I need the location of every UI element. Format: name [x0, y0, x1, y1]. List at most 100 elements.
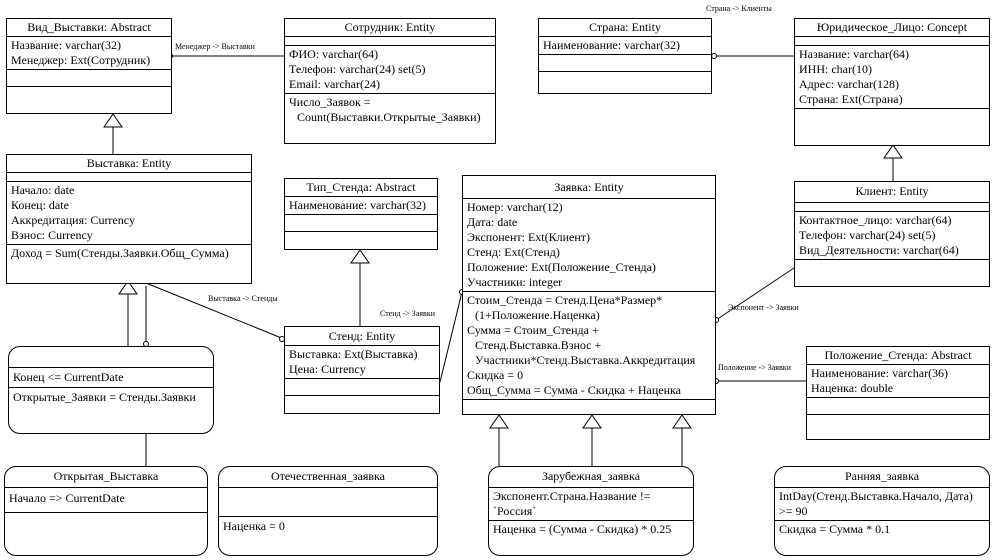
stand-label: Стенд -> Заявки: [380, 309, 435, 318]
attributes-section: Номер: varchar(12) Дата: date Экспонент:…: [463, 199, 715, 292]
condition: >= 90: [779, 504, 808, 518]
attribute: Участники: integer: [467, 275, 563, 289]
attribute: Номер: varchar(12): [467, 200, 563, 214]
empty-section: [7, 87, 171, 103]
class-title: Заявка: Entity: [463, 176, 715, 199]
attribute: Адрес: varchar(128): [799, 77, 900, 91]
stand-zayavka-line: [439, 291, 463, 383]
attribute: Менеджер: Ext(Сотрудник): [11, 53, 151, 67]
attribute: Название: varchar(64): [799, 47, 910, 61]
derived-attribute: Count(Выставки.Открытые_Заявки): [297, 110, 481, 124]
derived-attribute: Доход = Sum(Стенды.Заявки.Общ_Сумма): [11, 246, 229, 260]
class-vystavka[interactable]: Выставка: Entity Начало: date Конец: dat…: [6, 154, 252, 284]
attributes-section: Выставка: Ext(Выставка) Цена: Currency: [285, 346, 439, 379]
stend-type-inherit-arrow: [350, 249, 370, 264]
class-polozhenie[interactable]: Положение_Стенда: Abstract Наименование:…: [806, 346, 990, 440]
attribute: Страна: Ext(Страна): [799, 92, 903, 106]
class-title: Положение_Стенда: Abstract: [807, 347, 989, 365]
empty-section: [7, 173, 251, 182]
derived-section: Число_Заявок = Count(Выставки.Открытые_З…: [285, 94, 495, 126]
derived-attribute: Стоим_Стенда = Стенд.Цена*Размер*: [467, 293, 663, 307]
attribute: Наименование: varchar(32): [543, 38, 681, 52]
derived-section: Наценка = 0: [219, 517, 437, 535]
derived-attribute: Наценка = (Сумма - Скидка) * 0.25: [493, 522, 672, 536]
class-yur-lico[interactable]: Юридическое_Лицо: Concept Название: varc…: [794, 18, 990, 146]
derived-attribute: Наценка = 0: [223, 519, 285, 533]
class-strana[interactable]: Страна: Entity Наименование: varchar(32): [538, 18, 712, 94]
empty-section: [539, 72, 711, 88]
attribute: Положение: Ext(Положение_Стенда): [467, 260, 656, 274]
empty-section: [285, 37, 495, 46]
exponent-line: [715, 267, 795, 321]
attribute: Контактное_лицо: varchar(64): [799, 213, 952, 227]
exhibition-label: Выставка -> Стенды: [208, 294, 278, 303]
empty-section: [463, 400, 715, 416]
empty-section: [285, 232, 437, 248]
attribute: Название: varchar(32): [11, 38, 122, 52]
class-otech-zayavka[interactable]: Отечественная_заявка Наценка = 0: [218, 466, 438, 556]
condition-section: Экспонент.Страна.Название != `Россия`: [489, 488, 693, 521]
attributes-section: Наименование: varchar(32): [285, 197, 437, 215]
attributes-section: Название: varchar(32) Менеджер: Ext(Сотр…: [7, 37, 171, 70]
class-stend[interactable]: Стенд: Entity Выставка: Ext(Выставка) Це…: [284, 326, 440, 414]
class-title: Выставка: Entity: [7, 155, 251, 173]
attribute: Начало: date: [11, 183, 75, 197]
class-klient[interactable]: Клиент: Entity Контактное_лицо: varchar(…: [794, 181, 990, 287]
condition: IntDay(Стенд.Выставка.Начало, Дата): [779, 489, 973, 503]
attributes-section: Наименование: varchar(36) Наценка: doubl…: [807, 365, 989, 398]
attribute: Наценка: double: [811, 381, 894, 395]
derived-section: Наценка = (Сумма - Скидка) * 0.25: [489, 521, 693, 538]
attributes-section: ФИО: varchar(64) Телефон: varchar(24) se…: [285, 46, 495, 94]
attributes-section: Наименование: varchar(32): [539, 37, 711, 55]
empty-section: [9, 347, 213, 368]
derived-attribute: Участники*Стенд.Выставка.Аккредитация: [475, 353, 696, 367]
attribute: Наименование: varchar(32): [289, 198, 427, 212]
zarub-inherit-arrow: [582, 414, 602, 429]
derived-attribute: Стенд.Выставка.Взнос +: [475, 338, 602, 352]
attribute: Дата: date: [467, 215, 518, 229]
empty-section: [5, 513, 207, 539]
empty-section: [795, 37, 989, 46]
condition: Экспонент.Страна.Название !=: [493, 489, 651, 503]
derived-attribute: Скидка = Сумма * 0.1: [779, 522, 891, 536]
class-tip-stenda[interactable]: Тип_Стенда: Abstract Наименование: varch…: [284, 178, 438, 250]
exponent-label: Экспонент -> Заявки: [728, 303, 799, 312]
derived-section: Открытые_Заявки = Стенды.Заявки: [9, 388, 213, 406]
class-otkrytaya-vystavka[interactable]: Открытая_Выставка Начало => CurrentDate: [4, 466, 208, 556]
class-title: Сотрудник: Entity: [285, 19, 495, 37]
class-rannyaya-zayavka[interactable]: Ранняя_заявка IntDay(Стенд.Выставка.Нача…: [774, 466, 990, 556]
attribute: ФИО: varchar(64): [289, 47, 379, 61]
empty-section: [807, 415, 989, 431]
attribute: Взнос: Currency: [11, 228, 93, 242]
derived-section: Стоим_Стенда = Стенд.Цена*Размер* (1+Пол…: [463, 292, 715, 400]
attribute: Аккредитация: Currency: [11, 213, 136, 227]
class-title: Открытая_Выставка: [5, 467, 207, 488]
empty-section: [285, 379, 439, 396]
rannyaya-inherit-arrow: [672, 414, 692, 429]
class-zayavka[interactable]: Заявка: Entity Номер: varchar(12) Дата: …: [462, 175, 716, 415]
condition-section: Конец <= CurrentDate: [9, 368, 213, 388]
empty-section: [795, 260, 989, 276]
condition-box[interactable]: Конец <= CurrentDate Открытые_Заявки = С…: [8, 346, 214, 434]
class-vid-vystavki[interactable]: Вид_Выставки: Abstract Название: varchar…: [6, 18, 172, 114]
class-title: Юридическое_Лицо: Concept: [795, 19, 989, 37]
position-label: Положение -> Заявки: [718, 363, 791, 372]
attribute: Телефон: varchar(24) set(5): [289, 62, 426, 76]
country-end-circle: [711, 53, 717, 59]
condition: Конец <= CurrentDate: [13, 370, 124, 384]
attributes-section: Контактное_лицо: varchar(64) Телефон: va…: [795, 212, 989, 260]
class-title: Клиент: Entity: [795, 182, 989, 203]
empty-section: [795, 109, 989, 125]
derived-attribute: Общ_Сумма = Сумма - Скидка + Наценка: [467, 383, 681, 397]
derived-attribute: Число_Заявок =: [289, 95, 371, 109]
attribute: Вид_Деятельности: varchar(64): [799, 243, 959, 257]
class-title: Зарубежная_заявка: [489, 467, 693, 488]
attribute: Конец: date: [11, 198, 69, 212]
class-title: Вид_Выставки: Abstract: [7, 19, 171, 37]
attribute: Цена: Currency: [289, 362, 366, 376]
empty-section: [7, 70, 171, 87]
attribute: Email: varchar(24): [289, 77, 380, 91]
class-zarub-zayavka[interactable]: Зарубежная_заявка Экспонент.Страна.Назва…: [488, 466, 694, 556]
class-sotrudnik[interactable]: Сотрудник: Entity ФИО: varchar(64) Телеф…: [284, 18, 496, 144]
class-title: Тип_Стенда: Abstract: [285, 179, 437, 197]
